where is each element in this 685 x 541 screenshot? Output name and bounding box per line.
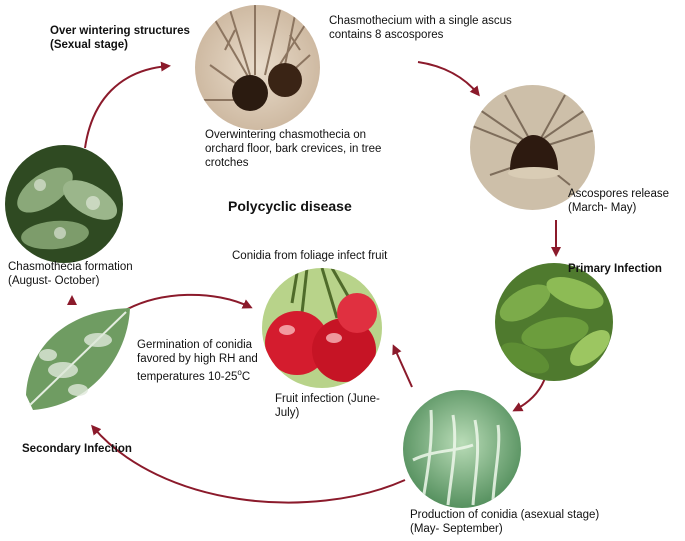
cherry-fruit-photo-image bbox=[262, 268, 382, 388]
chasmothecia-leaves-photo-image bbox=[5, 145, 123, 263]
infected-leaves-photo-image bbox=[495, 263, 613, 381]
primary-infection-label: Primary Infection bbox=[568, 263, 662, 275]
diagram-title: Polycyclic disease bbox=[228, 198, 352, 214]
chasmothecia-formation-label: Chasmothecia formation (August- October) bbox=[8, 261, 133, 287]
arrow-to-secondary bbox=[91, 424, 406, 504]
arrow-to-fruit bbox=[392, 344, 413, 388]
arrow-leaf-to-fruit bbox=[121, 293, 253, 313]
ascospores-release-label: Ascospores release (March- May) bbox=[568, 188, 669, 214]
infected-leaf-photo-image bbox=[18, 300, 136, 418]
overwintering-header: Over wintering structures (Sexual stage) bbox=[50, 25, 190, 51]
conidia-production-label: Production of conidia (asexual stage) (M… bbox=[410, 509, 600, 535]
conidia-infect-fruit-label: Conidia from foliage infect fruit bbox=[232, 250, 388, 262]
secondary-infection-label: Secondary Infection bbox=[22, 443, 132, 455]
fruit-infection-label: Fruit infection (June- July) bbox=[275, 393, 380, 419]
conidia-micrograph-image bbox=[403, 390, 521, 508]
ascus-micrograph-image bbox=[470, 85, 595, 210]
arrow-to-overwintering bbox=[84, 61, 171, 149]
germination-label: Germination of conidia favored by high R… bbox=[137, 339, 258, 383]
chasmothecia-micrograph-image bbox=[195, 5, 320, 130]
ascus-description: Chasmothecium with a single ascus contai… bbox=[329, 15, 512, 41]
overwintering-description: Overwintering chasmothecia on orchard fl… bbox=[205, 129, 382, 169]
arrow-to-ascus bbox=[417, 61, 480, 97]
arrow-to-conidia bbox=[512, 377, 546, 412]
